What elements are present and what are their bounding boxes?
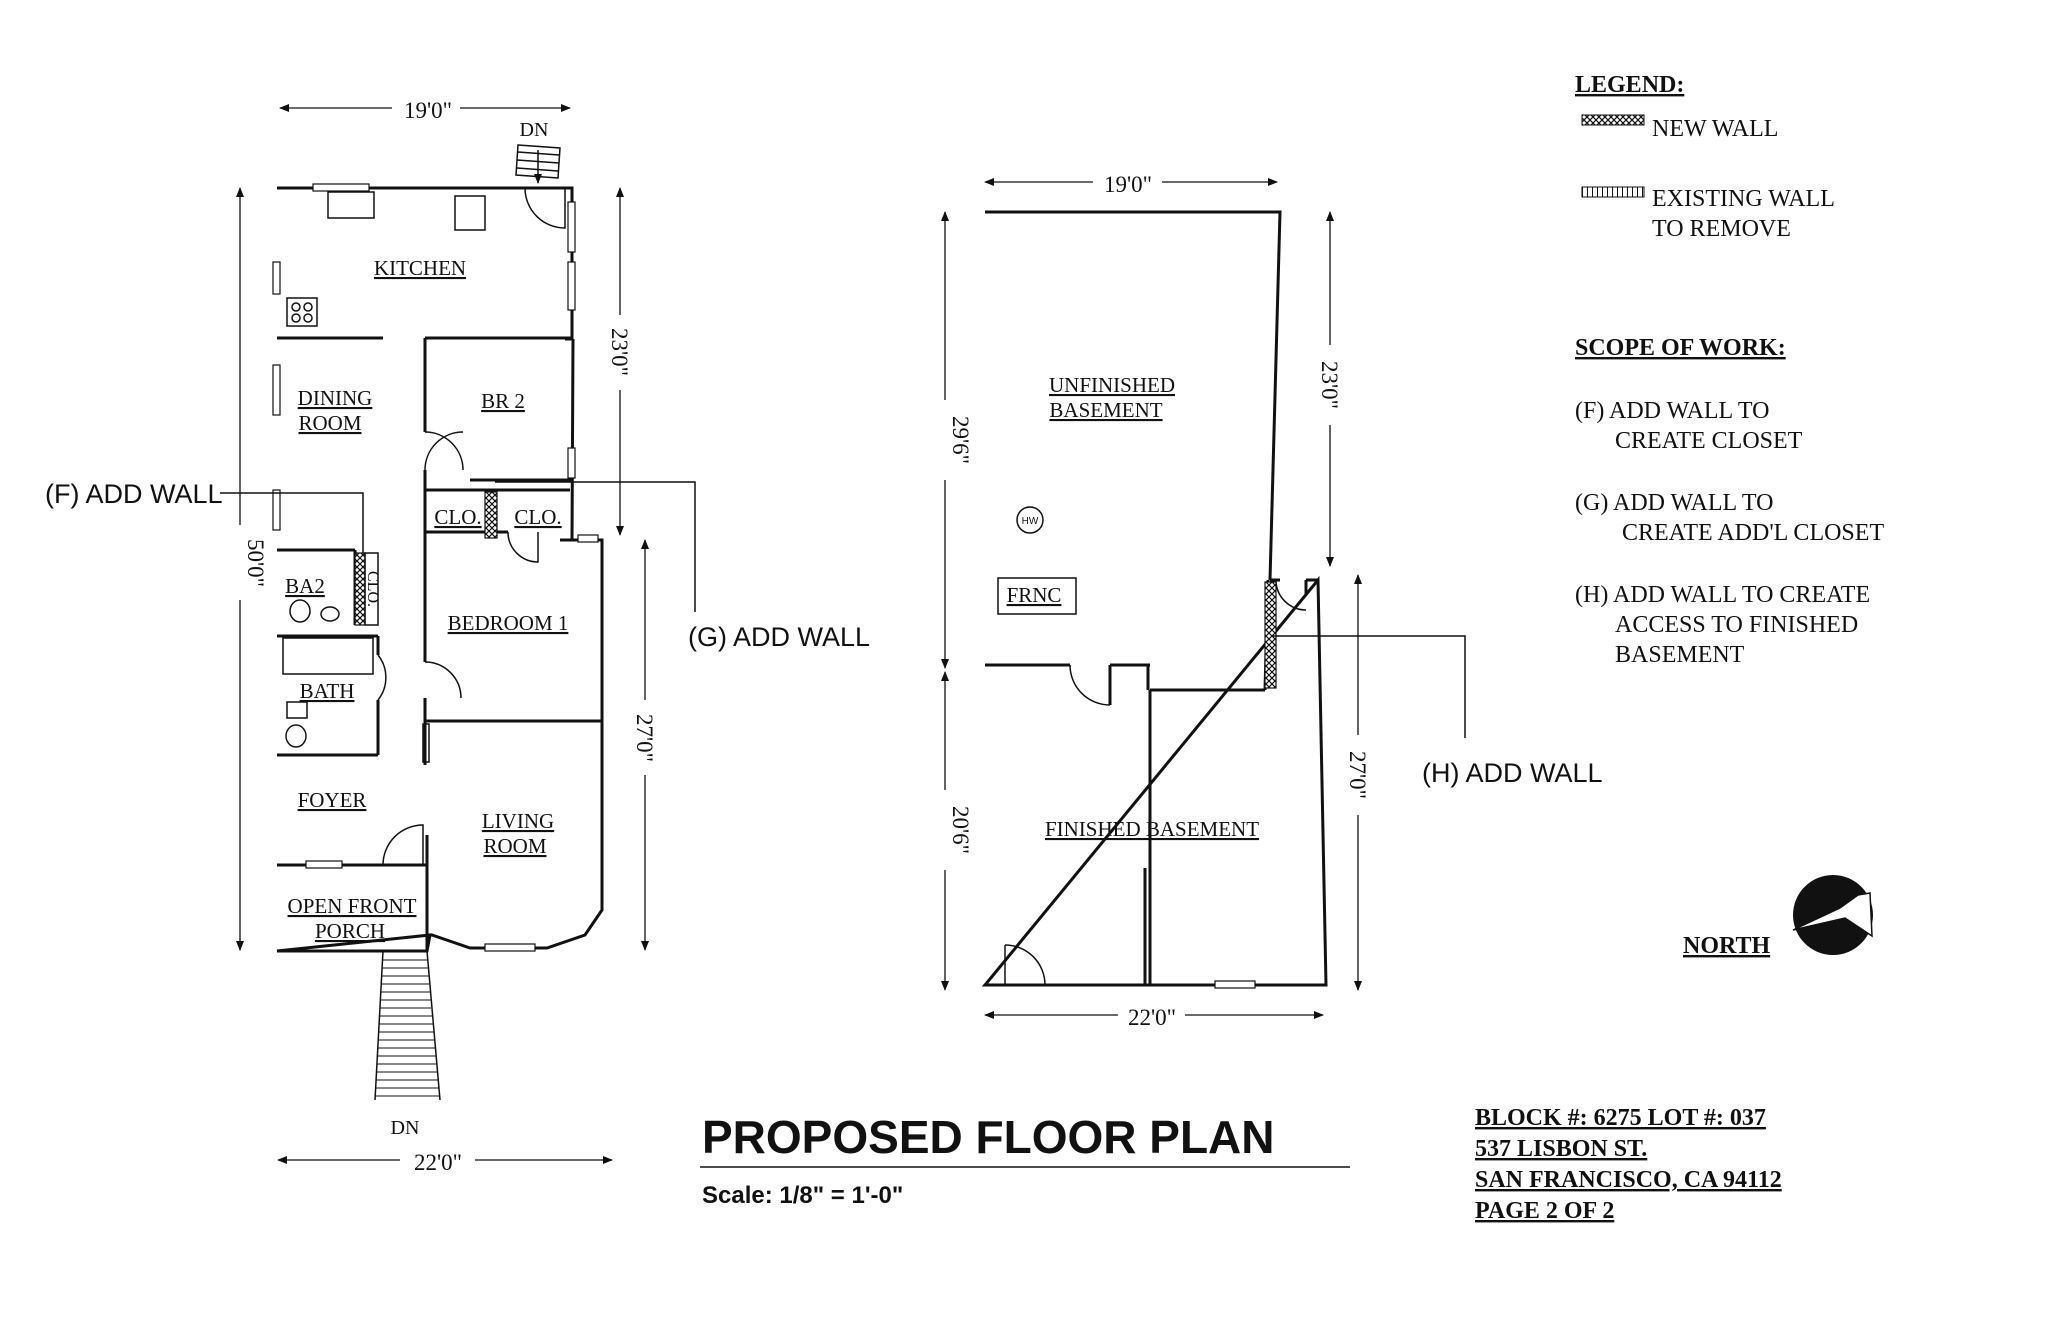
legend-new-wall: NEW WALL <box>1652 116 1778 142</box>
dim-base-bottom: 22'0" <box>1128 1005 1176 1030</box>
hw-label: HW <box>1022 516 1039 527</box>
room-dining-2: ROOM <box>298 411 361 435</box>
legend-existing-2: TO REMOVE <box>1652 216 1791 242</box>
dim-base-right-lower: 27'0" <box>1345 751 1370 799</box>
drawing-scale: Scale: 1/8" = 1'-0" <box>702 1182 903 1209</box>
room-dining-1: DINING <box>298 386 373 410</box>
new-wall-f <box>354 552 366 626</box>
main-floor-plan: 19'0" 22'0" 50'0" 23'0" 27'0" DN DN KITC… <box>236 98 657 1175</box>
bathtub <box>282 637 374 675</box>
title-block-line3: SAN FRANCISCO, CA 94112 <box>1475 1167 1782 1193</box>
room-porch-2: PORCH <box>315 919 385 943</box>
stove <box>286 297 318 327</box>
toilet-ba2 <box>289 599 311 623</box>
room-bedroom1: BEDROOM 1 <box>448 611 569 635</box>
callout-g: (G) ADD WALL <box>688 622 870 652</box>
room-foyer: FOYER <box>298 788 367 812</box>
scope-g2: CREATE ADD'L CLOSET <box>1622 520 1884 546</box>
dim-base-top: 19'0" <box>1104 172 1152 197</box>
refrigerator <box>454 195 486 231</box>
title-block-line4: PAGE 2 OF 2 <box>1475 1198 1614 1224</box>
scope-of-work: SCOPE OF WORK: (F) ADD WALL TO CREATE CL… <box>1575 335 1884 668</box>
dim-main-top: 19'0" <box>404 98 452 123</box>
scope-f2: CREATE CLOSET <box>1615 428 1803 454</box>
legend-existing-1: EXISTING WALL <box>1652 186 1835 212</box>
dim-main-left: 50'0" <box>243 539 268 587</box>
callout-f: (F) ADD WALL <box>45 479 223 509</box>
callouts: (F) ADD WALL (G) ADD WALL (H) ADD WALL <box>45 479 1603 788</box>
room-br2: BR 2 <box>481 389 525 413</box>
room-living-1: LIVING <box>482 809 554 833</box>
room-unfinished-1: UNFINISHED <box>1049 373 1175 397</box>
new-wall-g <box>484 491 498 539</box>
sink-ba2 <box>320 606 340 622</box>
legend: LEGEND: NEW WALL EXISTING WALL TO REMOVE <box>1575 72 1835 242</box>
legend-existing-wall-swatch <box>1581 186 1645 198</box>
scope-title: SCOPE OF WORK: <box>1575 335 1786 361</box>
basement-plan: HW FRNC 19'0" 22'0" 29'6" 20'6" 23'0" 27… <box>941 172 1370 1030</box>
title-area: PROPOSED FLOOR PLAN Scale: 1/8" = 1'-0" <box>700 1111 1350 1209</box>
scope-h3: BASEMENT <box>1615 642 1745 668</box>
stair-bottom-label: DN <box>391 1117 420 1139</box>
kitchen-sink <box>327 191 375 219</box>
title-block-line2: 537 LISBON ST. <box>1475 1136 1647 1162</box>
room-kitchen: KITCHEN <box>374 256 466 280</box>
room-bath: BATH <box>300 679 355 703</box>
dim-base-left-upper: 29'6" <box>948 416 973 464</box>
room-clo-vertical: CLO. <box>364 571 381 607</box>
scope-f1: (F) ADD WALL TO <box>1575 398 1769 424</box>
stair-top <box>515 144 561 184</box>
title-block-line1: BLOCK #: 6275 LOT #: 037 <box>1475 1105 1766 1131</box>
room-finished: FINISHED BASEMENT <box>1045 817 1259 841</box>
room-living-2: ROOM <box>483 834 546 858</box>
new-wall-h <box>1264 581 1277 689</box>
dim-main-right-upper: 23'0" <box>607 328 632 376</box>
stair-bottom <box>374 950 441 1101</box>
frnc-label: FRNC <box>1007 583 1062 607</box>
scope-h1: (H) ADD WALL TO CREATE <box>1575 582 1870 608</box>
dim-base-left-lower: 20'6" <box>948 806 973 854</box>
room-ba2: BA2 <box>285 574 325 598</box>
dim-main-right-lower: 27'0" <box>632 714 657 762</box>
north-label: NORTH <box>1683 933 1770 959</box>
furnace <box>997 577 1077 615</box>
dim-base-right-upper: 23'0" <box>1317 361 1342 409</box>
north-arrow: NORTH <box>1683 875 1873 959</box>
legend-new-wall-swatch <box>1581 114 1645 126</box>
scope-g1: (G) ADD WALL TO <box>1575 490 1773 516</box>
drawing-title: PROPOSED FLOOR PLAN <box>702 1111 1274 1163</box>
toilet-bath <box>285 724 307 748</box>
room-clo-right: CLO. <box>514 505 561 529</box>
callout-h: (H) ADD WALL <box>1422 758 1603 788</box>
room-porch-1: OPEN FRONT <box>288 894 417 918</box>
room-clo-left: CLO. <box>434 505 481 529</box>
main-exterior-wall <box>276 186 604 953</box>
room-unfinished-2: BASEMENT <box>1049 398 1162 422</box>
water-heater <box>1016 506 1044 534</box>
legend-title: LEGEND: <box>1575 72 1684 98</box>
scope-h2: ACCESS TO FINISHED <box>1615 612 1858 638</box>
stair-top-label: DN <box>520 119 549 141</box>
title-block: BLOCK #: 6275 LOT #: 037 537 LISBON ST. … <box>1475 1105 1782 1224</box>
dim-main-bottom: 22'0" <box>414 1150 462 1175</box>
sink-bath <box>286 701 308 719</box>
